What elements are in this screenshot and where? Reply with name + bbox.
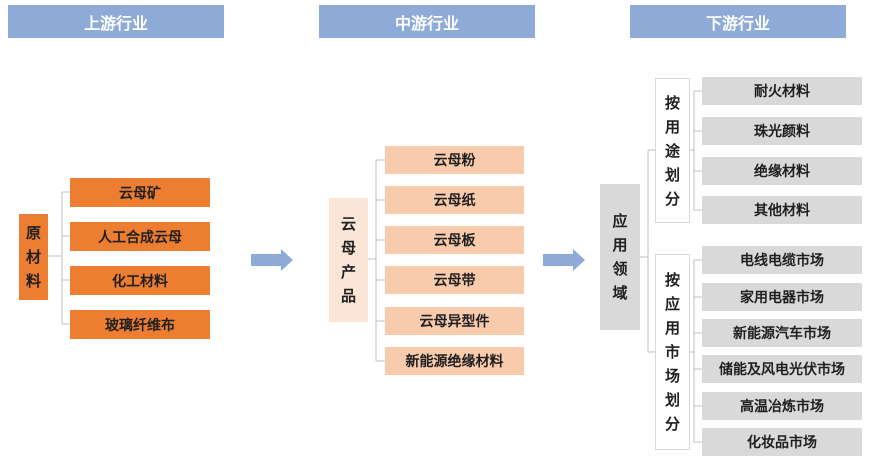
midstream-label: 云 母 产 品 (329, 198, 368, 322)
midstream-item: 新能源绝缘材料 (385, 347, 524, 375)
by-use-char: 划 (664, 165, 680, 184)
by-market-char: 用 (664, 319, 680, 337)
by-market-char: 按 (664, 271, 680, 289)
flow-arrow-2 (543, 249, 585, 271)
by-market-item: 新能源汽车市场 (702, 319, 862, 347)
application-field-char: 应 (612, 212, 628, 230)
upstream-item: 人工合成云母 (70, 222, 210, 251)
by-use-item: 耐火材料 (702, 77, 862, 105)
midstream-item: 云母板 (385, 226, 524, 254)
by-use-char: 分 (664, 189, 680, 208)
upstream-item: 玻璃纤维布 (70, 310, 210, 339)
application-field-char: 领 (612, 260, 628, 278)
by-market-char: 划 (664, 391, 680, 409)
flow-arrow-1 (251, 249, 293, 271)
midstream-item: 云母异型件 (385, 307, 524, 335)
header-upstream: 上游行业 (8, 5, 224, 38)
by-market-item: 电线电缆市场 (702, 246, 862, 274)
by-use-label: 按 用 途 划 分 (655, 78, 690, 223)
midstream-item: 云母带 (385, 266, 524, 294)
by-use-item: 绝缘材料 (702, 157, 862, 185)
by-market-char: 场 (664, 367, 680, 385)
header-midstream: 中游行业 (319, 5, 535, 38)
by-market-item: 储能及风电光伏市场 (702, 355, 862, 383)
midstream-label-char: 母 (340, 239, 356, 257)
by-market-item: 家用电器市场 (702, 283, 862, 311)
upstream-item: 化工材料 (70, 266, 210, 295)
by-market-item: 化妆品市场 (702, 428, 862, 456)
by-market-char: 分 (664, 415, 680, 433)
upstream-label-char: 材 (25, 248, 41, 266)
by-market-item: 高温冶炼市场 (702, 392, 862, 420)
midstream-label-char: 产 (340, 263, 356, 281)
upstream-label: 原 材 料 (19, 214, 48, 300)
by-use-item: 其他材料 (702, 196, 862, 224)
header-downstream: 下游行业 (630, 5, 846, 38)
midstream-label-char: 云 (340, 215, 356, 233)
midstream-label-char: 品 (340, 287, 356, 305)
by-use-item: 珠光颜料 (702, 117, 862, 145)
by-market-char: 应 (664, 295, 680, 313)
application-field-char: 用 (612, 236, 628, 254)
by-market-char: 市 (664, 343, 680, 361)
upstream-label-char: 原 (25, 224, 41, 242)
application-field-char: 域 (612, 284, 628, 302)
upstream-label-char: 料 (25, 272, 41, 290)
midstream-item: 云母纸 (385, 186, 524, 214)
by-market-label: 按 应 用 市 场 划 分 (655, 254, 690, 450)
midstream-item: 云母粉 (385, 146, 524, 174)
by-use-char: 途 (664, 141, 680, 160)
by-use-char: 按 (664, 93, 680, 112)
application-field-label: 应 用 领 域 (600, 184, 640, 330)
by-use-char: 用 (664, 117, 680, 136)
upstream-item: 云母矿 (70, 178, 210, 207)
